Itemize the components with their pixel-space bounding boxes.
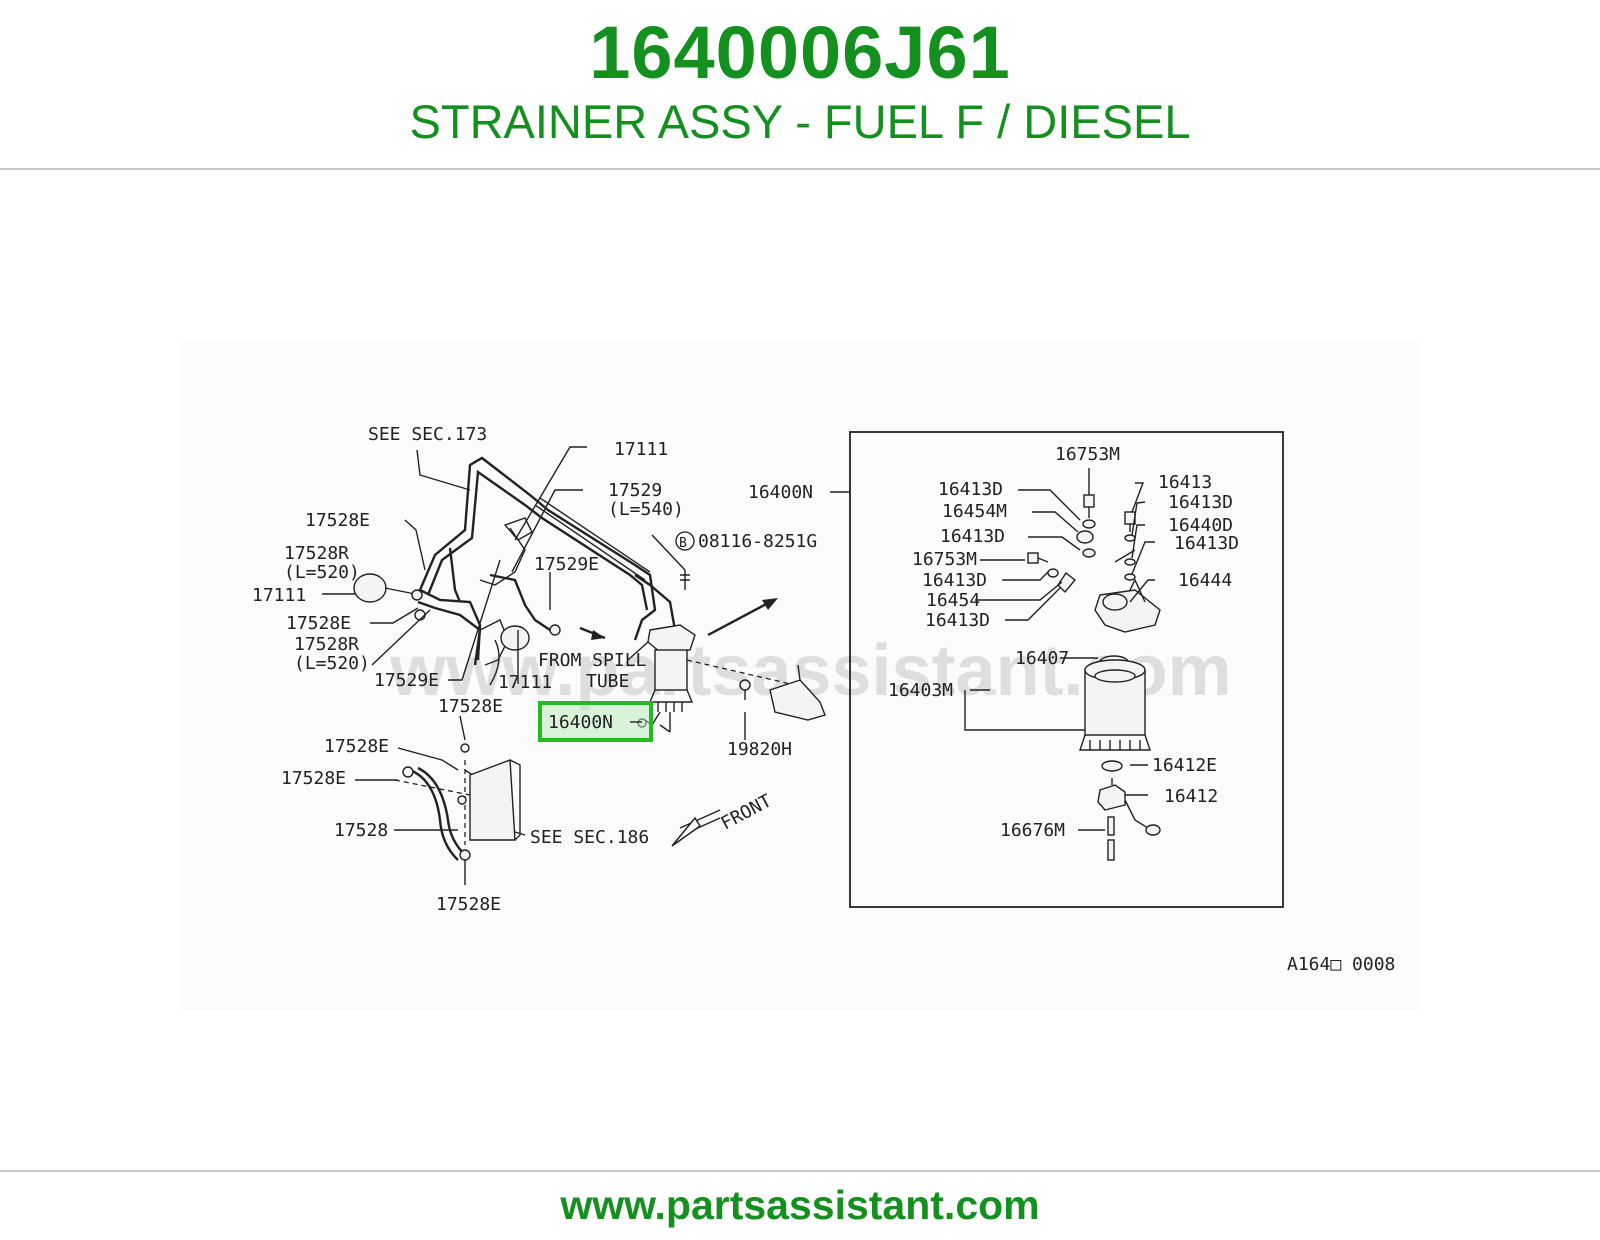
label-17528r-1-length: (L=520) (284, 562, 360, 583)
strainer-head-assembly (1027, 494, 1161, 633)
label-17528: 17528 (334, 820, 388, 841)
label-see-sec-173: SEE SEC.173 (368, 424, 487, 445)
label-17528e-5: 17528E (281, 768, 346, 789)
label-17528e-1: 17528E (305, 510, 370, 531)
bolt-08116 (680, 570, 690, 590)
label-16444: 16444 (1178, 570, 1232, 591)
label-17528r-1: 17528R (284, 543, 349, 564)
parts-diagram-svg: www.partsassistant.com (180, 340, 1420, 1010)
label-16412: 16412 (1164, 786, 1218, 807)
label-19820h: 19820H (727, 739, 792, 760)
label-16407: 16407 (1015, 648, 1069, 669)
label-17528e-6: 17528E (436, 894, 501, 915)
footer-divider (0, 1170, 1600, 1172)
header-divider (0, 168, 1600, 170)
fuel-filter-element (1079, 655, 1151, 772)
label-17111-left: 17111 (252, 585, 306, 606)
part-number-title: 1640006J61 (589, 11, 1011, 94)
label-16413d-4: 16413D (925, 610, 990, 631)
highlight-box-16400n (538, 701, 653, 742)
label-17529e-bottom: 17529E (374, 670, 439, 691)
label-17111-bottom: 17111 (498, 672, 552, 693)
part-description: STRAINER ASSY - FUEL F / DIESEL (409, 95, 1191, 148)
front-arrow (671, 809, 721, 847)
detail-inset-box (849, 431, 1284, 908)
label-17528r-2: 17528R (294, 634, 359, 655)
install-arrow-head (762, 598, 778, 610)
label-17528e-3: 17528E (438, 696, 503, 717)
label-16412e: 16412E (1152, 755, 1217, 776)
label-16400n-highlighted[interactable]: 16400N (548, 712, 613, 733)
label-17528e-2: 17528E (286, 613, 351, 634)
label-17528r-2-length: (L=520) (294, 653, 370, 674)
label-16403m: 16403M (888, 680, 953, 701)
label-16454m: 16454M (942, 501, 1007, 522)
label-16400n-inset: 16400N (748, 482, 813, 503)
parts-diagram: www.partsassistant.com (180, 340, 1420, 1010)
footer-website-link[interactable]: www.partsassistant.com (560, 1182, 1040, 1228)
label-17529-length: (L=540) (608, 499, 684, 520)
label-16676m: 16676M (1000, 820, 1065, 841)
sensor-16412 (1097, 778, 1161, 861)
fuel-strainer-body (634, 574, 796, 732)
label-17529: 17529 (608, 480, 662, 501)
leader-lines-left (322, 446, 746, 885)
label-from-spill: FROM SPILL (538, 650, 647, 671)
label-16413d-2: 16413D (940, 526, 1005, 547)
label-bolt-symbol: B (679, 536, 687, 551)
spill-arrow-head (591, 630, 605, 640)
bolt-symbol-circle (675, 531, 695, 551)
label-16413d-6: 16413D (1174, 533, 1239, 554)
lower-tank-assembly (394, 743, 521, 861)
page-header: 1640006J61 STRAINER ASSY - FUEL F / DIES… (0, 0, 1600, 168)
leader-lines-right (964, 468, 1155, 831)
label-16753m-2: 16753M (912, 549, 977, 570)
label-17528e-4: 17528E (324, 736, 389, 757)
fuel-tube-bundle (418, 456, 657, 661)
bracket-19820h (739, 664, 826, 721)
label-16440d: 16440D (1168, 515, 1233, 536)
label-08116-8251g: 08116-8251G (698, 531, 817, 552)
left-hoses (353, 573, 561, 686)
label-17111-top: 17111 (614, 439, 668, 460)
label-16413: 16413 (1158, 472, 1212, 493)
label-see-sec-186: SEE SEC.186 (530, 827, 649, 848)
figure-code: A164□ 0008 (1287, 954, 1395, 975)
label-16753m-1: 16753M (1055, 444, 1120, 465)
label-16413d-1: 16413D (938, 479, 1003, 500)
label-16454: 16454 (926, 590, 980, 611)
label-tube: TUBE (586, 671, 629, 692)
label-16413d-3: 16413D (922, 570, 987, 591)
label-17529e-top: 17529E (534, 554, 599, 575)
label-16413d-5: 16413D (1168, 492, 1233, 513)
install-arrow-line (707, 600, 771, 637)
